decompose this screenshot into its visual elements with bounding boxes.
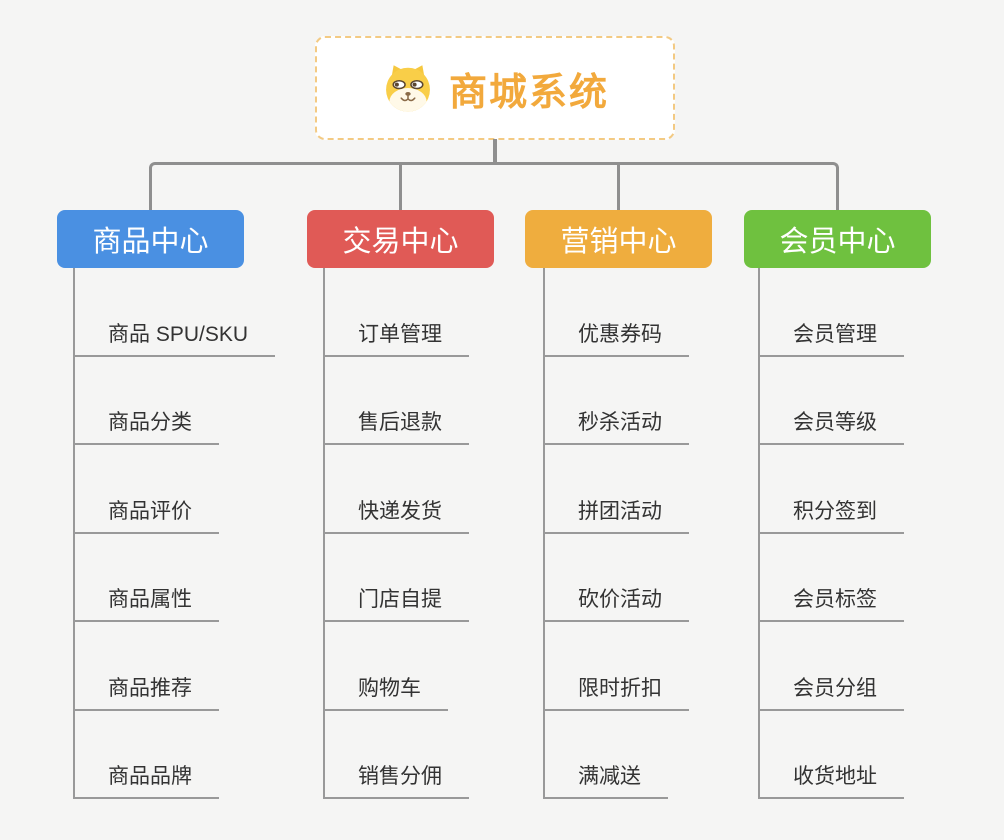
root-topic-title: 商城系统 — [448, 71, 609, 114]
leaf-topic-product-attribute[interactable]: 商品属性 — [75, 534, 219, 622]
branch-topic-member-center[interactable]: 会员中心 — [744, 210, 931, 268]
leaf-topic-order-management[interactable]: 订单管理 — [325, 268, 469, 357]
leaf-topic-product-review[interactable]: 商品评价 — [75, 445, 219, 534]
leaf-topic-member-tag[interactable]: 会员标签 — [760, 534, 904, 622]
connector-root-drop — [493, 139, 497, 165]
leaf-topic-after-sales-refund[interactable]: 售后退款 — [325, 357, 469, 445]
branch-topic-label: 营销中心 — [560, 226, 677, 258]
leaf-topic-express-shipping[interactable]: 快递发货 — [325, 445, 469, 534]
leaf-topic-member-level[interactable]: 会员等级 — [760, 357, 904, 445]
leaf-topic-bargain-activity[interactable]: 砍价活动 — [545, 534, 689, 622]
branch-topic-product-center[interactable]: 商品中心 — [57, 210, 244, 268]
leaf-topic-sales-commission[interactable]: 销售分佣 — [325, 711, 469, 799]
root-topic[interactable]: 商城系统 — [315, 36, 675, 140]
leaf-topic-time-limited-discount[interactable]: 限时折扣 — [545, 622, 689, 711]
branch-children-product-center: 商品 SPU/SKU 商品分类 商品评价 商品属性 商品推荐 商品品牌 — [73, 268, 276, 799]
leaf-topic-coupon-code[interactable]: 优惠券码 — [545, 268, 689, 357]
branch-children-member-center: 会员管理 会员等级 积分签到 会员标签 会员分组 收货地址 — [758, 268, 904, 799]
leaf-topic-product-spu-sku[interactable]: 商品 SPU/SKU — [75, 268, 276, 357]
doge-face-icon — [386, 65, 430, 112]
leaf-topic-product-brand[interactable]: 商品品牌 — [75, 711, 219, 799]
branch-topic-label: 商品中心 — [92, 226, 209, 258]
connector-drop-trade — [399, 164, 402, 210]
leaf-topic-shipping-address[interactable]: 收货地址 — [760, 711, 904, 799]
connector-beam — [149, 162, 839, 210]
leaf-topic-shopping-cart[interactable]: 购物车 — [325, 622, 448, 711]
branch-topic-trade-center[interactable]: 交易中心 — [307, 210, 494, 268]
branch-children-trade-center: 订单管理 售后退款 快递发货 门店自提 购物车 销售分佣 — [323, 268, 469, 799]
leaf-topic-product-recommend[interactable]: 商品推荐 — [75, 622, 219, 711]
leaf-topic-points-checkin[interactable]: 积分签到 — [760, 445, 904, 534]
leaf-topic-member-management[interactable]: 会员管理 — [760, 268, 904, 357]
leaf-topic-flash-sale[interactable]: 秒杀活动 — [545, 357, 689, 445]
branch-topic-marketing-center[interactable]: 营销中心 — [525, 210, 712, 268]
leaf-topic-member-group[interactable]: 会员分组 — [760, 622, 904, 711]
leaf-topic-product-category[interactable]: 商品分类 — [75, 357, 219, 445]
branch-children-marketing-center: 优惠券码 秒杀活动 拼团活动 砍价活动 限时折扣 满减送 — [543, 268, 689, 799]
leaf-topic-group-buy[interactable]: 拼团活动 — [545, 445, 689, 534]
leaf-topic-store-pickup[interactable]: 门店自提 — [325, 534, 469, 622]
branch-topic-label: 会员中心 — [779, 226, 896, 258]
leaf-topic-full-reduction[interactable]: 满减送 — [545, 711, 668, 799]
connector-drop-marketing — [617, 164, 620, 210]
branch-topic-label: 交易中心 — [342, 226, 459, 258]
